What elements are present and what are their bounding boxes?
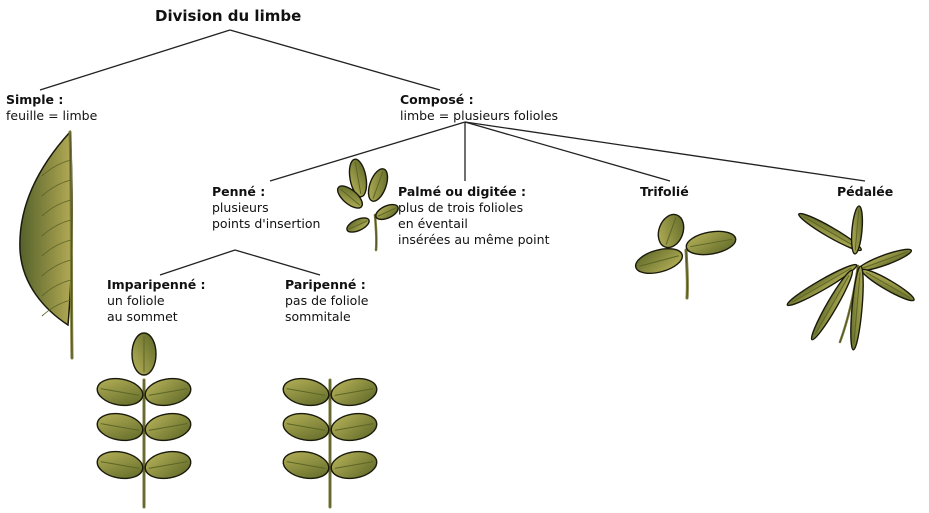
connector-compose-penne	[269, 121, 466, 182]
paripinnate-leaflet-right-2	[330, 412, 378, 442]
paripinnate-leaflet-left-2	[282, 412, 330, 442]
paripinnate-leaf-icon	[282, 377, 378, 509]
paripinnate-leaflet-right-1	[330, 377, 378, 407]
node-paripenne: Paripenné : pas de foliole sommitale	[285, 277, 368, 325]
node-imparipenne: Imparipenné : un foliole au sommet	[107, 277, 206, 325]
node-compose: Composé : limbe = plusieurs folioles	[400, 92, 558, 124]
connector-title-simple	[39, 29, 231, 91]
node-paripenne-desc-1: pas de foliole	[285, 293, 369, 308]
palmate-leaflet-2	[367, 168, 389, 202]
connector-penne-paripenne	[234, 249, 321, 276]
node-imparipenne-title: Imparipenné :	[107, 277, 206, 292]
paripinnate-leaflet-right-3	[330, 450, 378, 480]
node-palme-title: Palmé ou digitée :	[398, 184, 526, 199]
palmate-leaflet-1	[348, 158, 368, 198]
node-paripenne-desc-2: sommitale	[285, 309, 351, 324]
node-compose-desc: limbe = plusieurs folioles	[400, 108, 559, 123]
trifoliate-leaflet-top	[657, 213, 685, 249]
pedate-leaflet-6	[810, 269, 854, 341]
imparipinnate-leaflet-right-1	[144, 377, 192, 407]
node-compose-title: Composé :	[400, 92, 474, 107]
node-palme: Palmé ou digitée : plus de trois foliole…	[398, 184, 549, 248]
node-penne-title: Penné :	[212, 184, 266, 199]
imparipinnate-terminal-leaflet	[131, 332, 157, 376]
paripinnate-leaflet-left-1	[282, 377, 330, 407]
imparipinnate-leaflet-right-3	[144, 450, 192, 480]
pedate-leaflet-4	[861, 268, 915, 302]
node-penne-desc-1: plusieurs	[212, 200, 269, 215]
paripinnate-leaflet-left-3	[282, 450, 330, 480]
imparipinnate-leaflet-left-1	[96, 377, 144, 407]
connector-penne-imparipenne	[159, 249, 236, 276]
palmate-leaflet-5	[346, 217, 370, 233]
trifoliate-leaf-icon	[634, 213, 737, 300]
node-imparipenne-desc-2: au sommet	[107, 309, 178, 324]
palmate-leaflet-4	[375, 203, 399, 221]
imparipinnate-leaf-icon	[96, 332, 192, 509]
pedate-leaflet-2	[850, 205, 864, 255]
pedate-leaf-icon	[786, 205, 915, 351]
trifoliate-leaflet-right	[685, 230, 737, 256]
node-simple: Simple : feuille = limbe	[6, 92, 97, 124]
pedate-leaflet-1	[798, 212, 862, 252]
node-trifolie-title: Trifolié	[640, 184, 689, 199]
node-palme-desc-2: en éventail	[398, 216, 468, 231]
node-simple-title: Simple :	[6, 92, 64, 107]
node-simple-desc: feuille = limbe	[6, 108, 98, 123]
pedate-leaflet-7	[850, 265, 864, 351]
pedate-leaflet-5	[786, 263, 858, 307]
node-trifolie: Trifolié	[640, 184, 689, 200]
diagram-title: Division du limbe	[155, 7, 302, 25]
palmate-leaf-icon	[336, 158, 399, 252]
node-pedalee: Pédalée	[837, 184, 893, 200]
simple-leaf-icon	[19, 130, 74, 360]
node-penne: Penné : plusieurs points d'insertion	[212, 184, 320, 232]
imparipinnate-leaflet-left-3	[96, 450, 144, 480]
trifoliate-leaflet-left	[634, 247, 684, 275]
node-penne-desc-2: points d'insertion	[212, 216, 321, 231]
imparipinnate-leaflet-right-2	[144, 412, 192, 442]
connector-compose-pedalee	[464, 121, 866, 182]
imparipinnate-leaflet-left-2	[96, 412, 144, 442]
node-pedalee-title: Pédalée	[837, 184, 894, 199]
node-paripenne-title: Paripenné :	[285, 277, 366, 292]
node-palme-desc-3: insérées au même point	[398, 232, 550, 247]
connector-title-compose	[229, 29, 441, 91]
node-palme-desc-1: plus de trois folioles	[398, 200, 524, 215]
node-imparipenne-desc-1: un foliole	[107, 293, 165, 308]
connector-compose-trifolie	[464, 121, 671, 182]
palmate-leaflet-3	[336, 185, 364, 209]
